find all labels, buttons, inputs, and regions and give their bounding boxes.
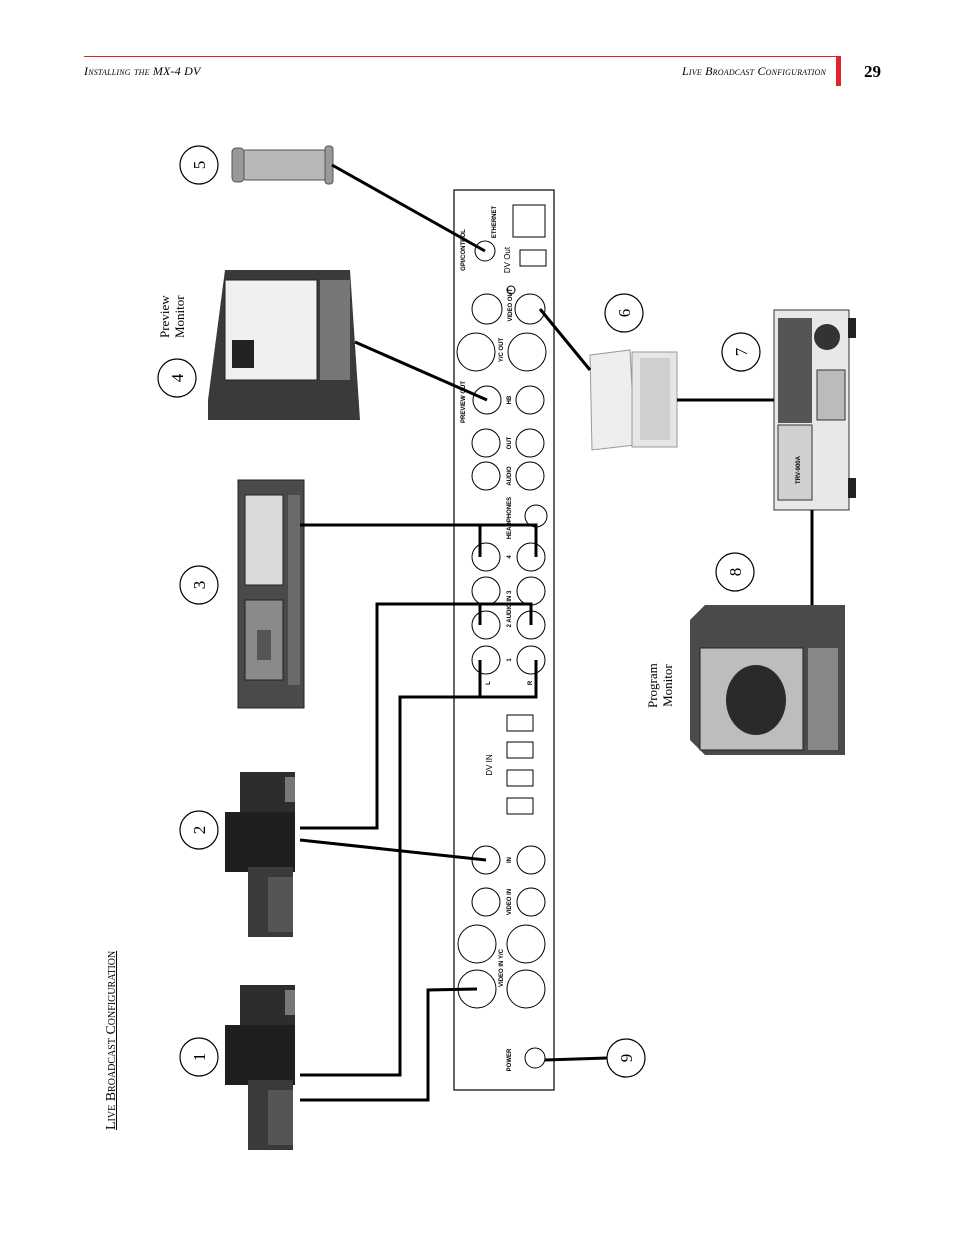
- monitor-icon: [208, 270, 360, 420]
- svg-text:6: 6: [615, 309, 634, 318]
- header-rule: [84, 56, 840, 57]
- svg-text:4: 4: [168, 373, 187, 382]
- svg-text:AUDIO: AUDIO: [507, 466, 513, 486]
- svg-text:DV Out: DV Out: [503, 246, 512, 273]
- svg-text:4: 4: [507, 555, 513, 559]
- svg-text:PREVIEW OUT: PREVIEW OUT: [461, 381, 467, 423]
- callout-9: 9: [606, 1038, 646, 1078]
- laptop-icon: [589, 349, 678, 451]
- cables: [299, 163, 814, 1102]
- camera-icon: [225, 772, 295, 937]
- camera-icon: [225, 985, 295, 1150]
- svg-text:9: 9: [617, 1054, 636, 1063]
- svg-text:DV IN: DV IN: [485, 754, 494, 776]
- callout-2: 2: [179, 810, 219, 850]
- callout-7: 7: [721, 332, 761, 372]
- svg-text:HEADPHONES: HEADPHONES: [507, 497, 513, 539]
- gpi-remote-icon: [231, 145, 334, 185]
- svg-text:3: 3: [190, 581, 209, 590]
- running-header-left: Installing the MX-4 DV: [84, 64, 201, 78]
- svg-text:8: 8: [726, 568, 745, 577]
- svg-text:VIDEO IN: VIDEO IN: [507, 889, 513, 915]
- svg-text:1: 1: [507, 658, 513, 662]
- cassette-deck-icon: [237, 479, 305, 709]
- svg-text:2: 2: [190, 826, 209, 835]
- callout-6: 6: [604, 293, 644, 333]
- svg-text:7: 7: [732, 347, 751, 356]
- svg-text:TRV-900A: TRV-900A: [796, 455, 802, 484]
- page-number: 29: [864, 62, 881, 81]
- svg-text:Y/C OUT: Y/C OUT: [499, 338, 505, 363]
- svg-text:POWER: POWER: [507, 1048, 513, 1071]
- svg-text:VIDEO IN Y/C: VIDEO IN Y/C: [499, 948, 505, 987]
- svg-text:ETHERNET: ETHERNET: [492, 206, 498, 239]
- svg-text:HB: HB: [507, 395, 513, 404]
- monitor-icon: [690, 605, 845, 755]
- svg-text:R: R: [528, 680, 534, 685]
- callout-5: 5: [179, 145, 219, 185]
- callout-8: 8: [715, 552, 755, 592]
- svg-text:VIDEO OUT: VIDEO OUT: [508, 288, 514, 321]
- svg-text:GPI/CONTROL: GPI/CONTROL: [461, 229, 467, 271]
- dv-deck-icon: TRV-900A: [773, 309, 856, 511]
- running-header-right: Live Broadcast Configuration: [682, 64, 826, 78]
- header-accent-bar: [836, 56, 841, 86]
- callout-3: 3: [179, 565, 219, 605]
- svg-text:5: 5: [190, 161, 209, 170]
- svg-text:L: L: [486, 681, 492, 685]
- svg-text:2 AUDIO IN 3: 2 AUDIO IN 3: [507, 590, 513, 627]
- svg-text:OUT: OUT: [507, 436, 513, 449]
- mx4-rear-panel: ETHERNET DV Out GPI/CONTROL VIDEO OUT Y/…: [453, 189, 555, 1091]
- svg-text:IN: IN: [507, 857, 513, 863]
- callout-1: 1: [179, 1037, 219, 1077]
- callout-4: 4: [157, 358, 197, 398]
- svg-text:1: 1: [190, 1053, 209, 1062]
